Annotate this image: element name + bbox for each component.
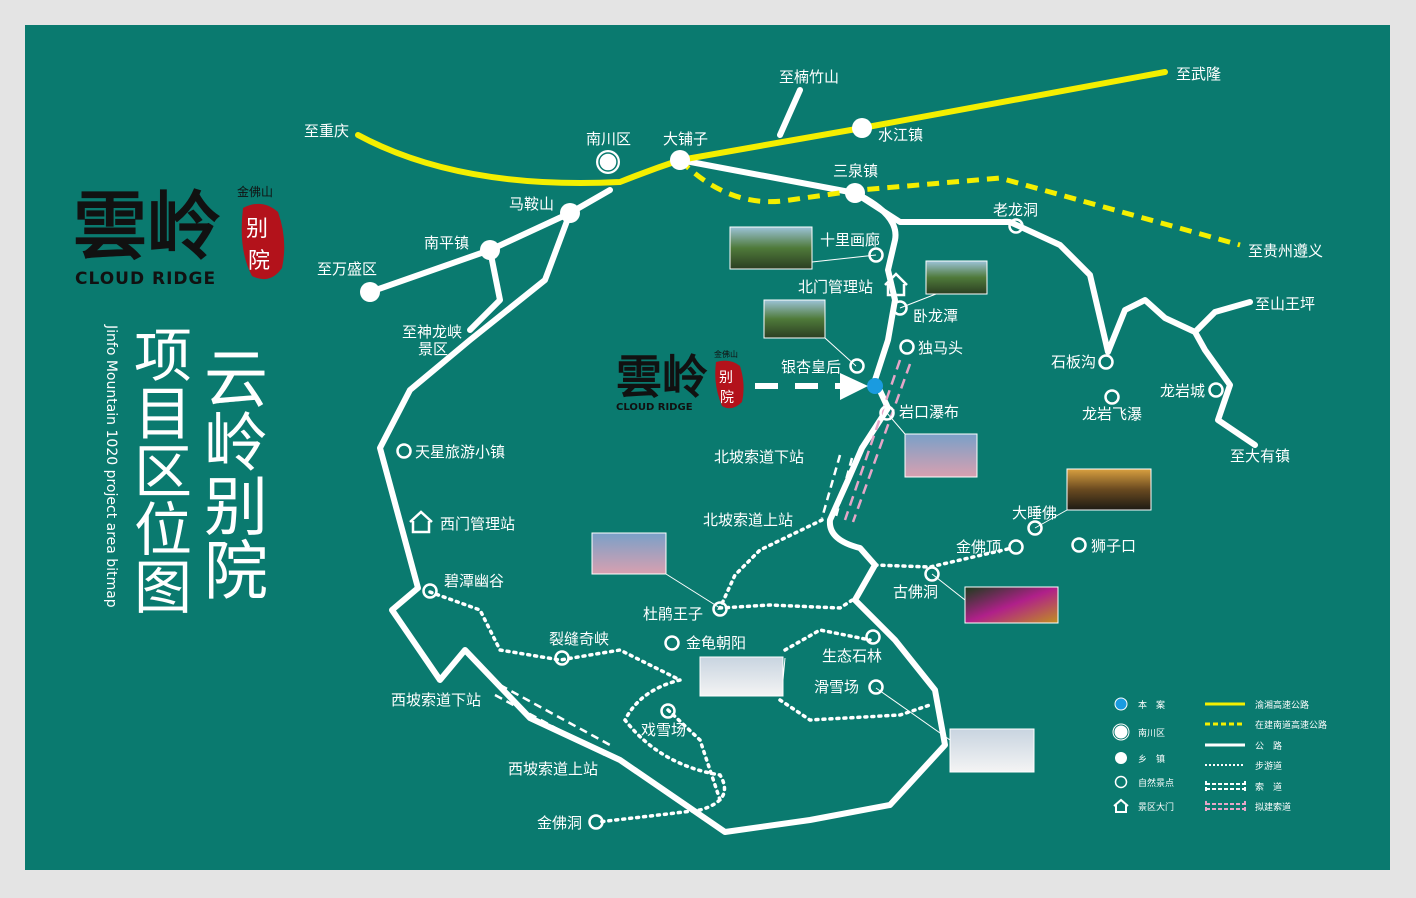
gate-icon-beimen: [884, 272, 908, 297]
label-shilin: 生态石林: [822, 647, 882, 665]
photo-dujuan: [591, 532, 667, 575]
svg-text:索 道: 索 道: [1255, 781, 1282, 793]
label-beimen: 北门管理站: [798, 278, 873, 296]
label-xixue: 戏雪场: [641, 721, 686, 739]
svg-text:别: 别: [719, 370, 733, 386]
label-dujuan: 杜鹃王子: [643, 605, 703, 623]
label-gufodong: 古佛洞: [893, 583, 938, 601]
photo-yinxing: [763, 299, 826, 339]
svg-text:本 案: 本 案: [1138, 699, 1165, 711]
label-shilihualang: 十里画廊: [820, 231, 880, 249]
svg-text:别: 别: [246, 217, 268, 242]
cableways: [494, 359, 912, 757]
svg-text:在建南道高速公路: 在建南道高速公路: [1255, 719, 1327, 731]
title-sub: 项目区位图: [124, 325, 192, 615]
title-english: Jinfo Mountain 1020 project area bitmap: [103, 324, 119, 608]
label-zunyi: 至贵州遵义: [1248, 242, 1323, 260]
label-nanping: 南平镇: [424, 234, 469, 252]
label-jinfodong: 金佛洞: [537, 814, 582, 832]
title-main: 云岭别院: [193, 345, 267, 601]
photo-yankou: [904, 433, 978, 478]
svg-text:CLOUD RIDGE: CLOUD RIDGE: [616, 402, 693, 413]
label-shuifo: 大睡佛: [1012, 504, 1057, 522]
legend-gate-icon: [1113, 798, 1129, 813]
label-shibangou: 石板沟: [1051, 353, 1096, 371]
label-wulong: 至武隆: [1176, 65, 1221, 83]
photo-gufodong: [964, 586, 1059, 624]
label-tianxing: 天星旅游小镇: [415, 443, 505, 461]
label-nanzhushan: 至楠竹山: [779, 68, 839, 86]
roads: [355, 69, 1258, 835]
svg-text:金佛山: 金佛山: [714, 349, 738, 359]
label-ximen: 西门管理站: [440, 515, 515, 533]
label-shenlongxia-2: 景区: [418, 340, 448, 358]
label-beipo-low: 北坡索道下站: [714, 448, 804, 466]
label-longyanfeipu: 龙岩飞瀑: [1082, 405, 1142, 423]
photo-wolongtan: [925, 260, 988, 295]
svg-text:渝湘高速公路: 渝湘高速公路: [1255, 699, 1309, 711]
label-shizikou: 狮子口: [1091, 537, 1136, 555]
label-nanchuan: 南川区: [586, 130, 631, 148]
label-wolongtan: 卧龙潭: [913, 307, 958, 325]
label-wansheng: 至万盛区: [317, 260, 377, 278]
svg-text:CLOUD RIDGE: CLOUD RIDGE: [75, 269, 216, 289]
label-shenlongxia: 至神龙峡: [402, 323, 462, 341]
label-liefeng: 裂缝奇峡: [549, 630, 609, 648]
legend-project-icon: [1114, 697, 1128, 711]
svg-text:院: 院: [248, 249, 270, 274]
title: 云岭别院 项目区位图 Jinfo Mountain 1020 project a…: [103, 324, 267, 615]
label-bitan: 碧潭幽谷: [444, 572, 504, 590]
svg-text:南川区: 南川区: [1138, 727, 1165, 739]
map-canvas: 至重庆 南川区 大铺子 至楠竹山 水江镇 至武隆 三泉镇 老龙洞 至贵州遵义 马…: [25, 25, 1390, 870]
markers: [360, 118, 1224, 830]
photo-shuifo: [1066, 468, 1152, 511]
svg-text:步游道: 步游道: [1255, 760, 1282, 772]
label-yankou: 岩口瀑布: [899, 403, 959, 421]
label-dumatou: 独马头: [918, 339, 963, 357]
label-shanwangping: 至山王坪: [1255, 295, 1315, 313]
label-jinfoding: 金佛顶: [956, 538, 1001, 556]
place-labels: 至重庆 南川区 大铺子 至楠竹山 水江镇 至武隆 三泉镇 老龙洞 至贵州遵义 马…: [304, 65, 1323, 832]
svg-text:雲岭: 雲岭: [616, 350, 708, 404]
label-huaxue: 滑雪场: [814, 678, 859, 696]
svg-text:院: 院: [720, 390, 734, 406]
label-chongqing: 至重庆: [304, 122, 349, 140]
logo-small: 雲岭 金佛山 别 院 CLOUD RIDGE: [616, 349, 744, 413]
logo-main: 雲岭 金佛山 别 院 CLOUD RIDGE: [73, 184, 285, 289]
label-dapuzi: 大铺子: [663, 130, 708, 148]
label-maanshan: 马鞍山: [509, 195, 554, 213]
label-xipo-low: 西坡索道下站: [391, 691, 481, 709]
label-sanquan: 三泉镇: [833, 162, 878, 180]
label-laolongdong: 老龙洞: [993, 201, 1038, 219]
label-shuijiang: 水江镇: [878, 126, 923, 144]
label-longyancheng: 龙岩城: [1160, 382, 1205, 400]
label-xipo-up: 西坡索道上站: [508, 760, 598, 778]
project-marker: [867, 378, 883, 394]
svg-text:金佛山: 金佛山: [237, 184, 273, 199]
svg-text:自然景点: 自然景点: [1138, 777, 1174, 789]
gate-icon-ximen: [409, 510, 433, 534]
scenic-photos: [591, 226, 1152, 773]
svg-text:雲岭: 雲岭: [73, 184, 221, 270]
legend: 本 案 南川区 乡 镇 自然景点 景区大门 渝湘高速公路 在建南道高速公路 公 …: [1112, 697, 1327, 813]
label-beipo-up: 北坡索道上站: [703, 511, 793, 529]
label-jingui: 金龟朝阳: [686, 634, 746, 652]
label-dayou: 至大有镇: [1230, 447, 1290, 465]
svg-text:公 路: 公 路: [1255, 740, 1282, 752]
map-svg: 至重庆 南川区 大铺子 至楠竹山 水江镇 至武隆 三泉镇 老龙洞 至贵州遵义 马…: [73, 65, 1327, 835]
photo-huaxue: [949, 728, 1035, 773]
photo-shilihualang: [729, 226, 813, 270]
svg-text:乡 镇: 乡 镇: [1138, 753, 1165, 765]
svg-text:景区大门: 景区大门: [1138, 801, 1174, 813]
label-yinxing: 银杏皇后: [781, 358, 841, 376]
svg-text:拟建索道: 拟建索道: [1255, 801, 1291, 813]
photo-jingui: [699, 656, 784, 697]
